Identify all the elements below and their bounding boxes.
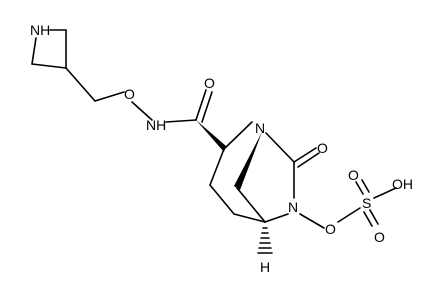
atom-bridgehead-n: N [255, 120, 265, 136]
bond-so-lower-b [369, 209, 379, 225]
atom-sulfur: S [362, 195, 371, 211]
bond-o-s [337, 207, 361, 223]
bond-so-upper-a [355, 181, 364, 195]
bond-co1-b [201, 91, 213, 123]
bond-co1-a [195, 89, 207, 121]
hashed-bond-h [257, 227, 273, 254]
bond-ch2-o [94, 91, 125, 102]
bond-n1-c7 [265, 132, 295, 163]
atom-sulfate-o: O [325, 221, 336, 237]
atom-labels: NH O NH O N O N O S OH O O H [30, 22, 413, 275]
bond-nh-ch2-left [31, 37, 37, 65]
bond-o-nh [131, 101, 153, 121]
bond-co2-b [297, 152, 320, 168]
atom-ether-o: O [124, 86, 135, 102]
atom-carbonyl-o2: O [317, 140, 328, 156]
bond-co2-a [293, 147, 317, 163]
atom-so-upper: O [348, 167, 359, 183]
atom-so-lower: O [374, 229, 385, 245]
bond-c3-ch2 [65, 67, 96, 102]
wedge-bond-c2 [196, 120, 226, 152]
bond-c3-c4 [209, 184, 235, 215]
bond-so-upper-b [361, 179, 370, 193]
bond-nh-carbonyl [165, 119, 197, 123]
bond-n6-o [299, 213, 325, 229]
bond-left-bottom [31, 63, 67, 69]
atom-azetidine-nh: NH [30, 22, 50, 38]
bond-so-lower-a [363, 211, 373, 227]
bond-n6-c5 [264, 213, 289, 223]
wedge-bridge-ch2 [234, 132, 262, 190]
bonds [31, 29, 397, 254]
atom-oh: OH [392, 176, 413, 192]
bond-bridge-c5 [236, 187, 266, 223]
bond-c2-c3 [209, 148, 225, 186]
atom-amide-nh: NH [146, 117, 166, 133]
bond-c4-c5 [233, 213, 266, 223]
bond-c2-n1 [223, 121, 253, 150]
atom-stereo-h: H [260, 259, 270, 275]
atom-carbonyl-o1: O [204, 75, 215, 91]
atom-ring-n: N [288, 199, 298, 215]
bond-s-oh [373, 187, 397, 199]
